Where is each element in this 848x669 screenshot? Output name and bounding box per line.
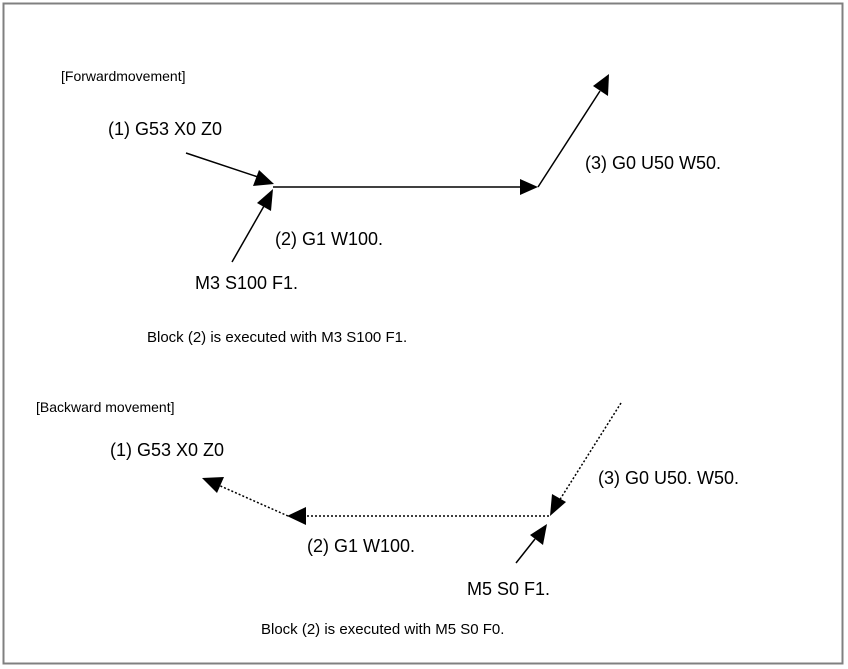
backward-mcode-pointer-line — [515, 538, 536, 564]
backward-mcode-label: M5 S0 F1. — [467, 579, 551, 599]
backward-block3-label: (3) G0 U50. W50. — [598, 468, 740, 488]
forward-caption: Block (2) is executed with M3 S100 F1. — [147, 329, 408, 346]
forward-block1-pointer-arrowhead — [253, 170, 274, 186]
forward-block3-path — [537, 90, 601, 188]
forward-mcode-pointer-line — [231, 205, 265, 263]
backward-block1-path — [215, 483, 289, 517]
backward-heading: [Backward movement] — [36, 399, 175, 415]
backward-block1-label: (1) G53 X0 Z0 — [110, 440, 225, 460]
forward-mcode-label: M3 S100 F1. — [195, 273, 299, 293]
backward-block3-path — [558, 402, 622, 502]
backward-block3-arrowhead — [550, 494, 566, 516]
forward-block1-pointer-line — [185, 152, 259, 178]
backward-caption: Block (2) is executed with M5 S0 F0. — [261, 621, 505, 638]
backward-mcode-pointer-arrowhead — [530, 524, 547, 545]
forward-block2-arrowhead — [520, 179, 538, 195]
forward-block1-label: (1) G53 X0 Z0 — [108, 119, 223, 139]
forward-heading: [Forwardmovement] — [61, 68, 186, 84]
forward-mcode-pointer-arrowhead — [257, 189, 273, 211]
forward-block3-label: (3) G0 U50 W50. — [585, 153, 722, 173]
backward-block2-label: (2) G1 W100. — [307, 536, 416, 556]
forward-block3-arrowhead — [593, 74, 609, 96]
backward-block1-arrowhead — [202, 477, 224, 493]
forward-block2-label: (2) G1 W100. — [275, 229, 384, 249]
backward-block2-arrowhead — [287, 507, 306, 525]
